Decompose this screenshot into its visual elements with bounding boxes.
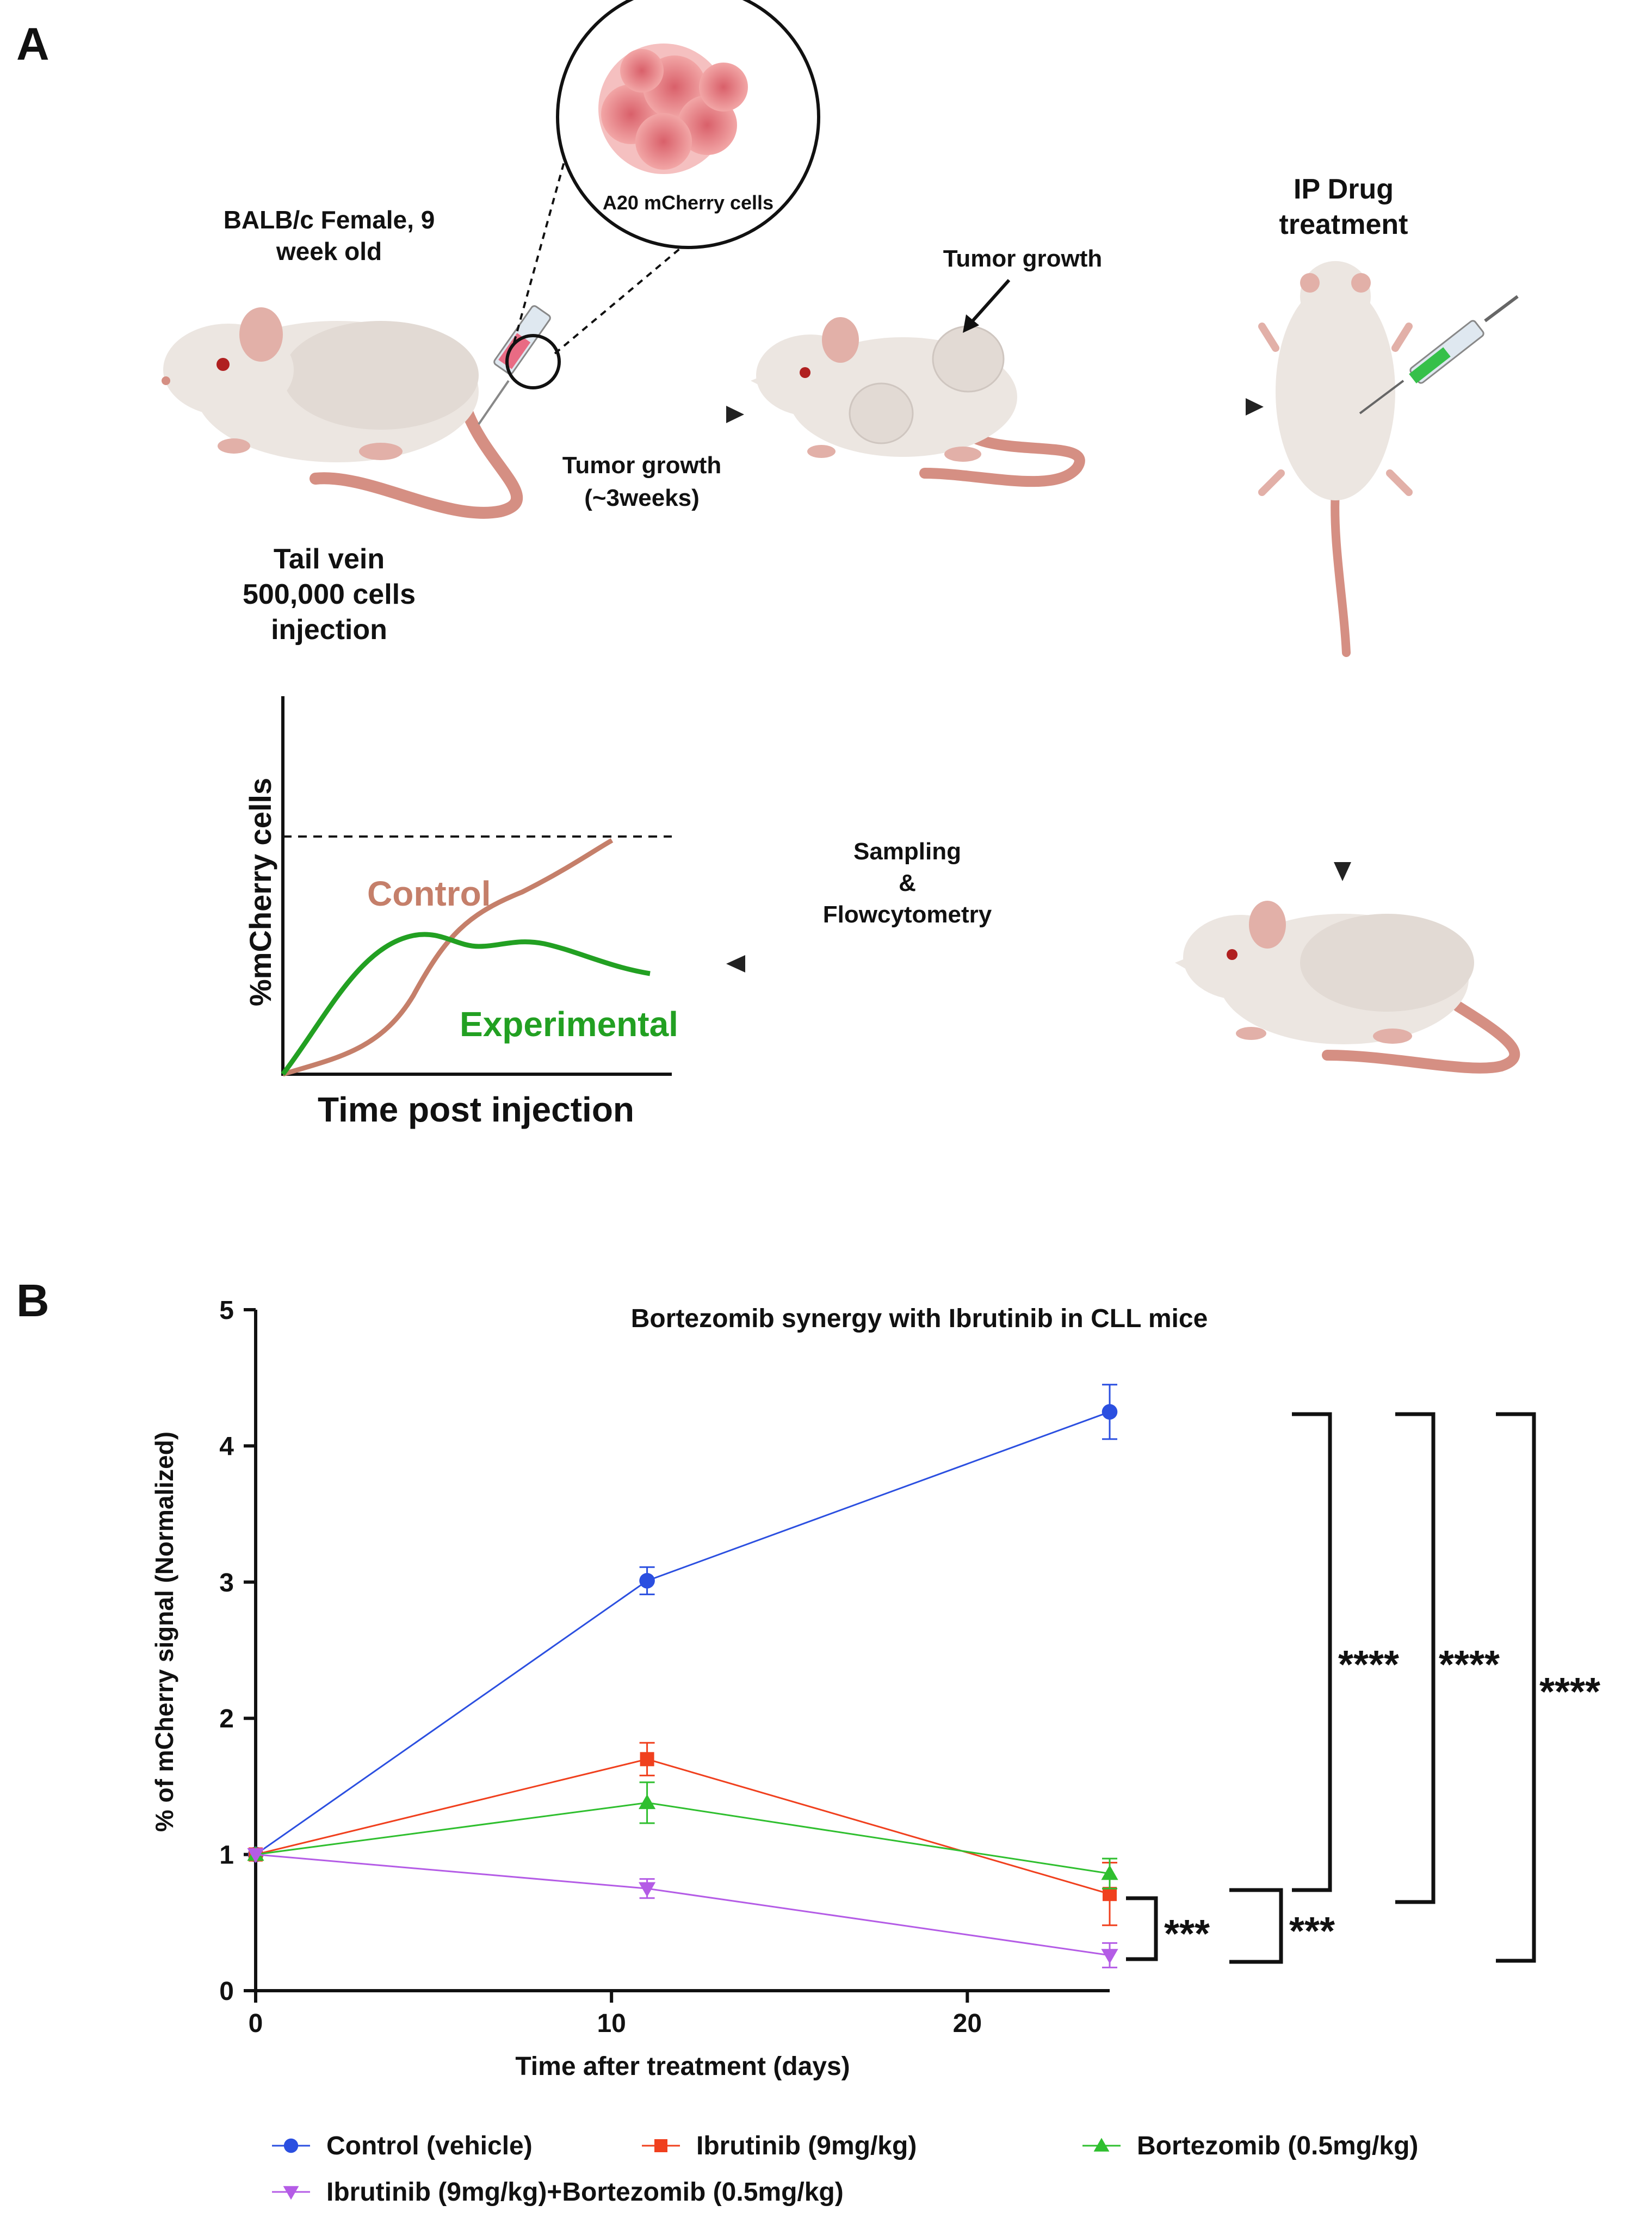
legend-item-1: Ibrutinib (9mg/kg) (642, 2132, 917, 2160)
mouse-2-illustration (751, 317, 1085, 487)
bracket-control-vs-combination (1496, 1412, 1536, 1963)
legend-item-3: Ibrutinib (9mg/kg)+Bortezomib (0.5mg/kg) (272, 2178, 844, 2207)
legend-marker (654, 2139, 667, 2152)
significance-label-4: *** (1164, 1912, 1210, 1956)
data-point (1102, 1404, 1118, 1420)
schematic-graph (281, 696, 672, 1077)
y-tick-label: 4 (219, 1432, 234, 1461)
cell-cluster-icon (556, 0, 820, 249)
legend-item-0: Control (vehicle) (272, 2132, 533, 2160)
data-point (640, 1752, 654, 1767)
legend-label: Control (vehicle) (326, 2132, 533, 2160)
schematic-control-label: Control (367, 874, 491, 913)
mouse-1-illustration (162, 307, 523, 519)
legend-label: Bortezomib (0.5mg/kg) (1137, 2132, 1418, 2160)
y-tick-label: 3 (219, 1569, 234, 1597)
bracket-control-vs-ibrutinib (1292, 1412, 1332, 1892)
mouse-4-illustration (1175, 901, 1520, 1074)
arrow-readout-head (726, 955, 745, 972)
mcherry-line-chart: Bortezomib synergy with Ibrutinib in CLL… (150, 1296, 1208, 2081)
y-tick-label: 2 (219, 1705, 234, 1733)
mouse-3-illustration (1258, 261, 1413, 657)
chart-y-axis-label: % of mCherry signal (Normalized) (150, 1432, 178, 1832)
tumor-callout-arrow (971, 279, 1011, 322)
legend-marker (283, 2186, 299, 2200)
data-point (638, 1882, 656, 1897)
y-tick-label: 5 (219, 1296, 234, 1325)
legend-label: Ibrutinib (9mg/kg)+Bortezomib (0.5mg/kg) (326, 2178, 844, 2207)
x-tick-label: 20 (953, 2009, 982, 2038)
sampling-step-line2: & (899, 870, 916, 896)
schematic-experimental-label: Experimental (460, 1005, 678, 1044)
series-1 (249, 1742, 1117, 1927)
series-line (255, 1758, 1110, 1895)
significance-brackets (1126, 1412, 1536, 1964)
drug-syringe-icon (1359, 295, 1519, 414)
syringe-icon (478, 305, 551, 425)
significance-label-1: **** (1338, 1643, 1399, 1687)
arrow-growth-head (726, 406, 744, 423)
chart-x-axis-label: Time after treatment (days) (515, 2052, 850, 2081)
legend-marker (1093, 2138, 1110, 2152)
tumor-callout-arrowhead (963, 314, 979, 333)
legend-label: Ibrutinib (9mg/kg) (696, 2132, 917, 2160)
x-tick-label: 0 (249, 2009, 263, 2038)
schematic-xlabel: Time post injection (318, 1090, 634, 1129)
panel-a-label: A (16, 18, 50, 70)
cells-label: A20 mCherry cells (603, 191, 774, 214)
injection-line3: injection (271, 614, 387, 646)
mouse-info-line1: BALB/c Female, 9 (224, 206, 435, 234)
data-point (638, 1794, 656, 1810)
chart-title: Bortezomib synergy with Ibrutinib in CLL… (631, 1304, 1208, 1333)
drug-step-line1: IP Drug (1294, 174, 1394, 205)
x-tick-label: 10 (597, 2009, 626, 2038)
injection-line1: Tail vein (274, 543, 385, 575)
bracket-bortezomib-vs-combination (1229, 1888, 1283, 1964)
data-point (247, 1848, 264, 1863)
schematic-experimental-curve (281, 932, 651, 1076)
arrow-treatment-head (1246, 398, 1264, 416)
sampling-step-line3: Flowcytometry (823, 901, 992, 928)
significance-label-2: **** (1439, 1643, 1500, 1687)
data-point (639, 1572, 655, 1589)
y-tick-label: 1 (219, 1841, 234, 1870)
series-line (255, 1801, 1110, 1875)
schematic-ylabel: %mCherry cells (243, 778, 277, 1006)
sampling-step-line1: Sampling (853, 838, 961, 865)
injection-line2: 500,000 cells (243, 579, 416, 610)
tumor-callout: Tumor growth (943, 245, 1102, 272)
series-0 (248, 1384, 1118, 1862)
significance-label-5: *** (1289, 1910, 1335, 1953)
chart-legend: Control (vehicle) Ibrutinib (9mg/kg) Borte… (272, 2132, 1418, 2207)
series-3 (247, 1848, 1118, 1968)
series-line (255, 1854, 1110, 1956)
injection-site-circle (505, 334, 561, 389)
growth-step-line2: (~3weeks) (584, 485, 700, 511)
arrow-sampling-head (1334, 862, 1351, 881)
legend-item-2: Bortezomib (0.5mg/kg) (1082, 2132, 1418, 2160)
series-2 (247, 1781, 1118, 1890)
data-point (1101, 1949, 1118, 1964)
data-point (1101, 1865, 1118, 1880)
bracket-ibrutinib-vs-combination (1126, 1896, 1158, 1961)
series-line (255, 1411, 1110, 1855)
legend-marker (283, 2138, 299, 2153)
mouse-info-line2: week old (276, 237, 382, 265)
bracket-control-vs-bortezomib (1395, 1412, 1436, 1904)
panel-b-label: B (16, 1275, 50, 1326)
significance-label-3: **** (1539, 1670, 1600, 1714)
chart-series-layer (247, 1384, 1118, 1968)
chart-axes: 0 1 2 3 4 5 0 10 20 (219, 1296, 1110, 2038)
y-tick-label: 0 (219, 1977, 234, 2006)
drug-step-line2: treatment (1279, 209, 1408, 240)
growth-step-line1: Tumor growth (562, 452, 721, 479)
